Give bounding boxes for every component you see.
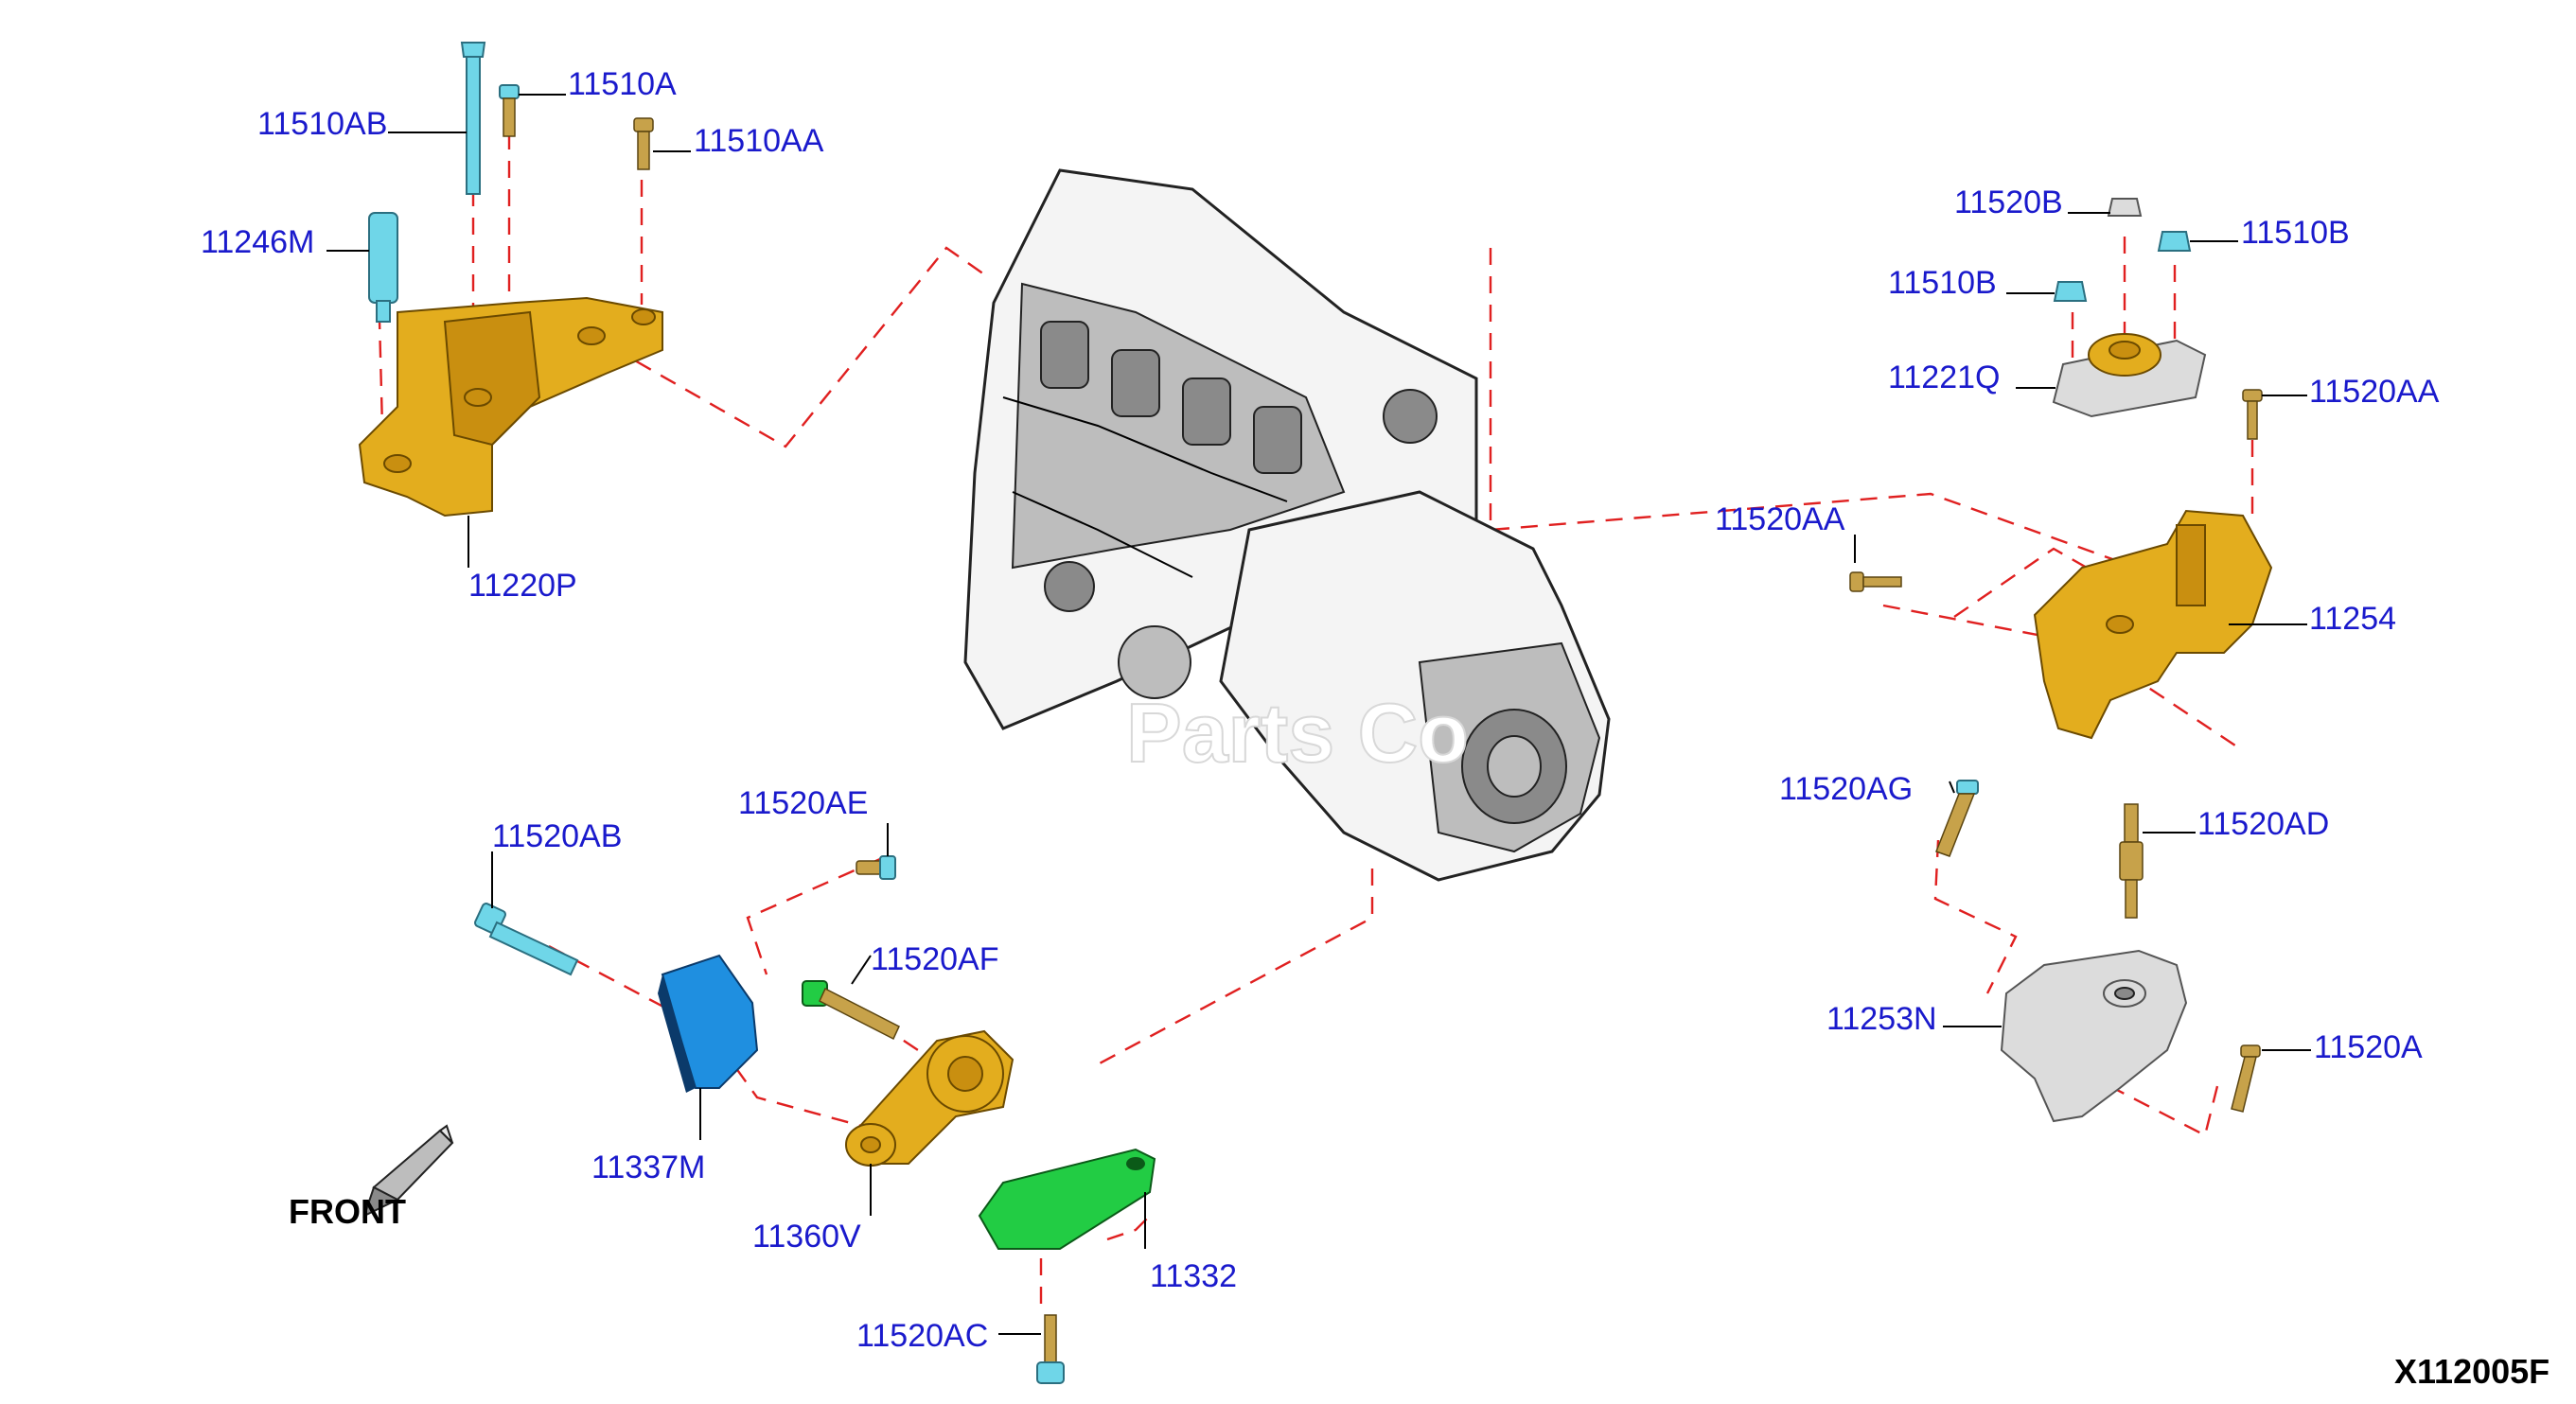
- bracket-11337M: [658, 954, 759, 1093]
- engine-assembly: [963, 168, 1611, 882]
- label-11520AA-left[interactable]: 11520AA: [1715, 501, 1845, 537]
- bolt-11520AB: [474, 903, 579, 976]
- watermark-text: Parts Co: [1126, 686, 1469, 780]
- bracket-11332: [978, 1148, 1156, 1250]
- label-11510AA[interactable]: 11510AA: [694, 123, 824, 159]
- label-11332[interactable]: 11332: [1150, 1258, 1237, 1294]
- label-11254[interactable]: 11254: [2309, 601, 2396, 637]
- label-11360V[interactable]: 11360V: [752, 1219, 861, 1255]
- bolt-11520AE: [856, 855, 896, 880]
- label-11520AA-right[interactable]: 11520AA: [2309, 374, 2440, 410]
- bolt-11520AG: [1935, 780, 1979, 857]
- label-11520AE[interactable]: 11520AE: [738, 785, 868, 821]
- label-11221Q[interactable]: 11221Q: [1888, 360, 2000, 395]
- insulator-11221Q: [2052, 333, 2207, 418]
- label-11520AC[interactable]: 11520AC: [856, 1318, 988, 1354]
- label-11520B[interactable]: 11520B: [1954, 184, 2063, 220]
- spacer-11246M: [368, 212, 398, 323]
- drawing-code: X112005F: [2394, 1352, 2550, 1391]
- bolt-11520AF: [802, 980, 900, 1041]
- bolt-11520AA-right: [2242, 389, 2263, 440]
- label-11253N[interactable]: 11253N: [1826, 1001, 1937, 1037]
- label-11510B-right[interactable]: 11510B: [2241, 215, 2350, 251]
- bolt-11520AA-left: [1849, 571, 1902, 592]
- label-11520AG[interactable]: 11520AG: [1779, 771, 1913, 807]
- label-11220P[interactable]: 11220P: [468, 568, 577, 604]
- label-11520AF[interactable]: 11520AF: [871, 941, 998, 977]
- nut-11510B-left: [2053, 281, 2088, 302]
- label-11520A[interactable]: 11520A: [2314, 1029, 2423, 1065]
- label-11520AD[interactable]: 11520AD: [2197, 806, 2329, 842]
- bracket-11254: [2033, 509, 2273, 740]
- label-11520AB[interactable]: 11520AB: [492, 818, 622, 854]
- label-11337M[interactable]: 11337M: [591, 1150, 705, 1185]
- bolt-11510AA: [633, 117, 654, 170]
- label-11510AB[interactable]: 11510AB: [257, 106, 387, 142]
- stud-bolt-11510AB: [460, 42, 486, 195]
- bolt-11520AC: [1036, 1314, 1065, 1384]
- mount-bracket-11220P: [358, 296, 663, 518]
- label-11510A[interactable]: 11510A: [568, 66, 677, 102]
- nut-11520B: [2107, 198, 2143, 217]
- torque-rod-11360V: [845, 1029, 1015, 1167]
- bolt-11510A: [499, 84, 520, 137]
- nut-11510B-right: [2157, 231, 2192, 252]
- label-11246M[interactable]: 11246M: [201, 224, 314, 260]
- front-label: FRONT: [289, 1192, 406, 1231]
- part-labels: 11510AB 11510A 11510AA 11246M 11220P 115…: [201, 66, 2440, 1354]
- bracket-11253N: [2000, 949, 2188, 1123]
- front-arrow-icon: [362, 1124, 454, 1218]
- bolt-11520A: [2231, 1044, 2261, 1113]
- label-11510B-left[interactable]: 11510B: [1888, 265, 1997, 301]
- stud-11520AD: [2119, 803, 2144, 919]
- leader-lines: [326, 94, 2311, 1335]
